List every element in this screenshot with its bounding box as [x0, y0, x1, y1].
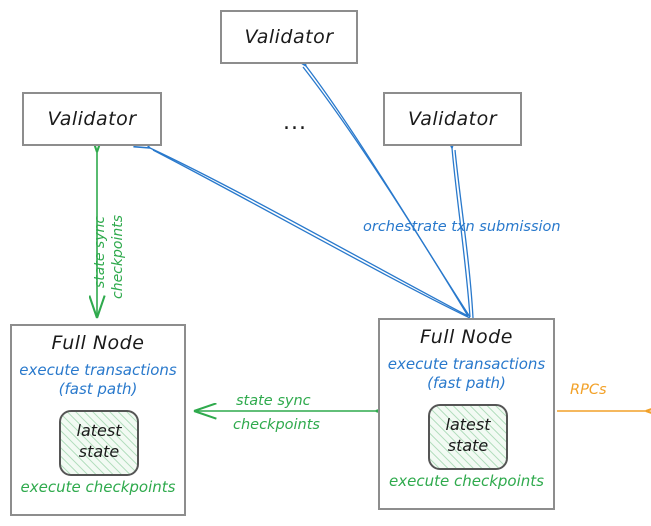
- fullnode-left[interactable]: Full Node execute transactions (fast pat…: [10, 324, 186, 516]
- validator-left-label: Validator: [47, 108, 137, 130]
- fullnode-left-state-line-2: state: [78, 442, 120, 461]
- fullnode-right[interactable]: Full Node execute transactions (fast pat…: [378, 318, 555, 510]
- fullnode-right-blue-line-2: (fast path): [427, 374, 506, 392]
- fullnode-left-state-line-1: latest: [76, 421, 122, 440]
- edge-label-state-sync-vertical-line1: state sync: [92, 215, 108, 288]
- validator-top[interactable]: Validator: [220, 10, 358, 64]
- edge-label-state-sync-vertical-line2: checkpoints: [110, 215, 126, 299]
- fullnode-right-state-line-2: state: [447, 436, 489, 455]
- fullnode-left-blue-line-2: (fast path): [58, 380, 138, 398]
- fullnode-left-title: Full Node: [51, 332, 145, 354]
- fullnode-left-blue-text: execute transactions (fast path): [12, 361, 184, 399]
- fullnode-right-latest-state-box[interactable]: latest state: [428, 404, 508, 470]
- fullnode-left-blue-line-1: execute transactions: [19, 361, 177, 379]
- edge-label-rpcs: RPCs: [570, 382, 607, 398]
- fullnode-right-blue-text: execute transactions (fast path): [380, 355, 553, 393]
- fullnode-right-blue-line-1: execute transactions: [387, 355, 546, 373]
- validator-ellipsis: ...: [283, 110, 307, 135]
- edge-label-orchestrate: orchestrate txn submission: [363, 219, 561, 235]
- fullnode-right-state-label: latest state: [430, 406, 506, 456]
- fullnode-right-green-text: execute checkpoints: [389, 472, 544, 490]
- fullnode-right-title: Full Node: [420, 326, 513, 348]
- validator-right-label: Validator: [407, 108, 498, 130]
- fullnode-right-state-line-1: latest: [445, 415, 491, 434]
- validator-left[interactable]: Validator: [22, 92, 162, 146]
- validator-top-label: Validator: [244, 26, 334, 48]
- fullnode-left-green-text: execute checkpoints: [20, 478, 176, 496]
- validator-right[interactable]: Validator: [383, 92, 522, 146]
- fullnode-left-latest-state-box[interactable]: latest state: [59, 410, 139, 476]
- edge-label-state-sync-horizontal-line1: state sync: [236, 393, 311, 409]
- edge-label-state-sync-horizontal-line2: checkpoints: [233, 417, 320, 433]
- fullnode-left-state-label: latest state: [61, 412, 137, 462]
